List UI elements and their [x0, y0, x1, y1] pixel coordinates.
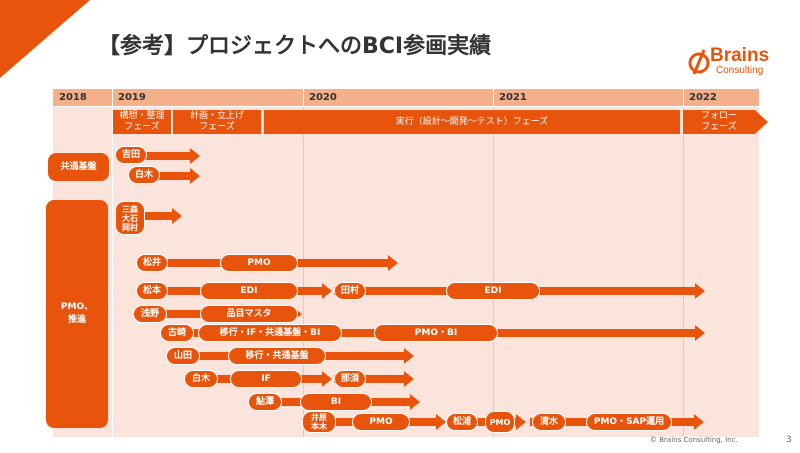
task-pmo-1: PMO: [220, 254, 298, 272]
year-separator: [303, 89, 304, 106]
person-shimizu: 清水: [532, 413, 566, 431]
person-yamada: 山田: [166, 347, 200, 365]
task-pmo-bi: PMO・BI: [374, 324, 498, 342]
page-title: 【参考】プロジェクトへのBCI参画実績: [98, 34, 492, 59]
year-header: [53, 89, 759, 106]
phase-follow-label: フォロー フェーズ: [700, 111, 737, 132]
task-migration-if-bi: 移行・IF・共通基盤・BI: [198, 324, 342, 342]
grid-line: [683, 107, 684, 437]
logo-sub-text: Consulting: [716, 65, 764, 76]
corner-decoration: [0, 0, 90, 78]
task-if: IF: [230, 370, 302, 388]
person-yoshida: 吉田: [115, 146, 147, 164]
person-shiraki-1: 白木: [128, 166, 160, 184]
copyright: © Brains Consulting, Inc.: [650, 436, 738, 444]
year-2020: 2020: [309, 92, 337, 103]
year-2021: 2021: [499, 92, 527, 103]
task-item-master: 品目マスタ: [200, 305, 298, 323]
grid-line: [303, 107, 304, 437]
person-tamura: 田村: [334, 282, 366, 300]
year-2018: 2018: [59, 92, 87, 103]
group-pmo-promotion: PMO、 推進: [46, 200, 108, 428]
grid-line: [493, 107, 494, 437]
person-furusaki: 古崎: [160, 324, 194, 342]
person-matsui: 松井: [136, 254, 168, 272]
phase-planning: 計画・立上げ フェーズ: [173, 110, 261, 134]
group-pmo-promotion-label: PMO、 推進: [60, 302, 94, 325]
person-asano: 浅野: [133, 305, 167, 323]
person-ihara-group: 井原 本木: [302, 411, 336, 433]
phase-follow: フォロー フェーズ: [683, 110, 755, 134]
logo-main-text: Brains: [710, 45, 770, 66]
phase-execution-label: 実行（設計～開発～テスト）フェーズ: [395, 116, 549, 127]
year-2022: 2022: [689, 92, 717, 103]
page-number: 3: [786, 435, 792, 445]
year-2019: 2019: [118, 92, 146, 103]
person-nasu: 那須: [334, 370, 366, 388]
year-separator: [683, 89, 684, 106]
task-pmo-3: PMO: [485, 411, 515, 433]
task-pmo-2: PMO: [352, 413, 410, 431]
year-separator: [112, 89, 113, 106]
person-ayusawa: 鮎澤: [248, 393, 282, 411]
phase-execution: 実行（設計～開発～テスト）フェーズ: [264, 110, 680, 134]
task-pmo-sap: PMO・SAP運用: [586, 413, 672, 431]
phase-concept: 構想・整理 フェーズ: [113, 110, 171, 134]
brand-logo: Brains Consulting: [688, 45, 788, 80]
task-edi-1: EDI: [200, 282, 298, 300]
person-mitsumori-group: 三森 大石 岡村: [115, 201, 145, 235]
phase-planning-label: 計画・立上げ フェーズ: [189, 111, 244, 132]
person-matsuura: 松浦: [446, 413, 478, 431]
person-shiraki-2: 白木: [184, 370, 218, 388]
group-common-platform: 共通基盤: [48, 153, 109, 181]
task-migration-platform: 移行・共通基盤: [228, 347, 326, 365]
logo-mark-icon: [688, 49, 710, 75]
phase-concept-label: 構想・整理 フェーズ: [119, 111, 165, 132]
person-matsumoto: 松本: [136, 282, 168, 300]
task-bi: BI: [300, 393, 372, 411]
task-edi-2: EDI: [446, 282, 540, 300]
year-separator: [493, 89, 494, 106]
phase-follow-arrow: [683, 110, 768, 134]
group-common-platform-label: 共通基盤: [60, 161, 97, 172]
